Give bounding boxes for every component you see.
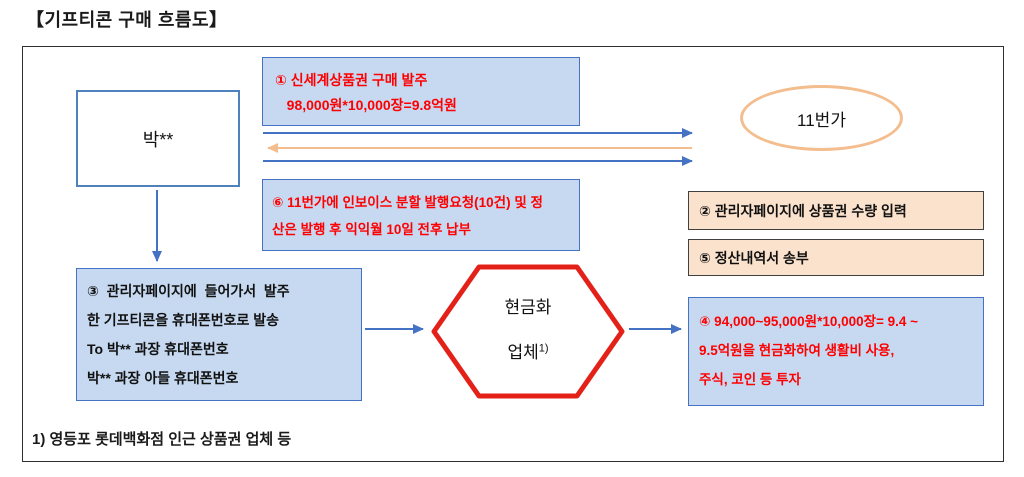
- cash-company-label-line2: 업체1): [429, 338, 627, 363]
- node-step6-invoice: ⑥ 11번가에 인보이스 분할 발행요청(10건) 및 정 산은 발행 후 익익…: [262, 179, 580, 251]
- node-buyer: 박**: [76, 90, 240, 187]
- node-step1-order: ① 신세계상품권 구매 발주 98,000원*10,000장=9.8억원: [262, 57, 580, 126]
- node-step2-admin-input: ② 관리자페이지에 상품권 수량 입력: [688, 191, 984, 230]
- node-step4-cashout: ④ 94,000~95,000원*10,000장= 9.4 ~ 9.5억원을 현…: [688, 297, 984, 406]
- diagram-title: 【기프티콘 구매 흐름도】: [26, 10, 228, 30]
- node-step3-send-gifticon: ③ 관리자페이지에 들어가서 발주 한 기프티콘을 휴대폰번호로 발송 To 박…: [76, 268, 362, 401]
- cash-company-footnote-marker: 1): [538, 342, 549, 355]
- hexagon-shape: [431, 264, 625, 399]
- node-marketplace-label: 11번가: [797, 110, 846, 130]
- node-step5-settlement: ⑤ 정산내역서 송부: [688, 239, 984, 276]
- diagram-frame: [22, 46, 1004, 462]
- cash-company-label-line1: 현금화: [504, 298, 552, 317]
- cash-company-label-text: 업체: [507, 343, 539, 362]
- node-buyer-label: 박**: [142, 129, 174, 150]
- cash-company-hexagon: [431, 264, 625, 399]
- footnote: 1) 영등포 롯데백화점 인근 상품권 업체 등: [32, 431, 292, 448]
- node-marketplace-ellipse: 11번가: [740, 85, 903, 151]
